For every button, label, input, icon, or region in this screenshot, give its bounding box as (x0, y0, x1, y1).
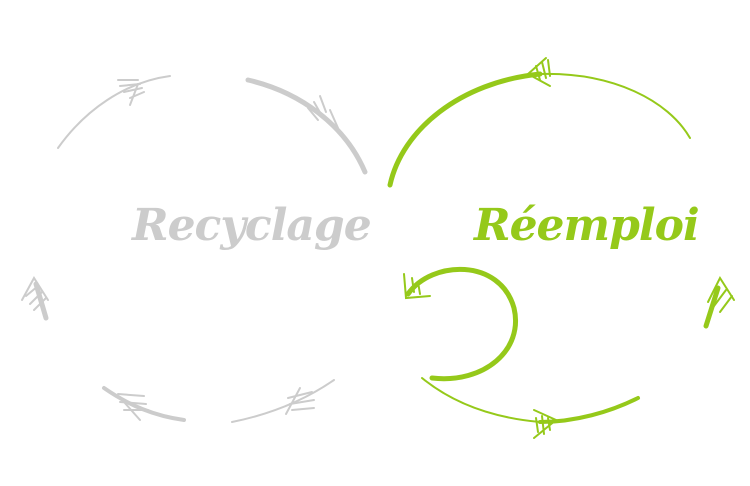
feathered-arrow-icon (21, 276, 49, 311)
feathered-arrow-icon (307, 95, 339, 129)
feathered-arrow-icon (527, 57, 551, 87)
reuse-arc-bottom-thick (538, 396, 640, 424)
reuse-arrow-right (703, 285, 721, 329)
feathered-arrow-icon (117, 393, 149, 421)
reuse-cycle (387, 57, 735, 439)
recycle-cycle (21, 75, 368, 423)
reuse-arc-bottom-thin (421, 377, 541, 423)
recycle-label: Recyclage (132, 200, 372, 251)
reuse-arc-hook (405, 266, 518, 382)
feathered-arrow-icon (285, 387, 315, 415)
recycle-arc-top-left (57, 75, 171, 149)
reuse-arc-top-left (387, 71, 543, 188)
feathered-arrow-icon (707, 275, 735, 313)
reuse-arc-top-right (539, 72, 691, 139)
feathered-arrow-icon (403, 273, 431, 300)
recycle-arrow-left (33, 281, 49, 321)
recycle-arc-top-right (245, 77, 368, 175)
recycle-arc-bottom-right (231, 379, 335, 423)
feathered-arrow-icon (533, 409, 558, 439)
feathered-arrow-icon (117, 79, 145, 106)
reuse-label: Réemploi (474, 200, 700, 251)
